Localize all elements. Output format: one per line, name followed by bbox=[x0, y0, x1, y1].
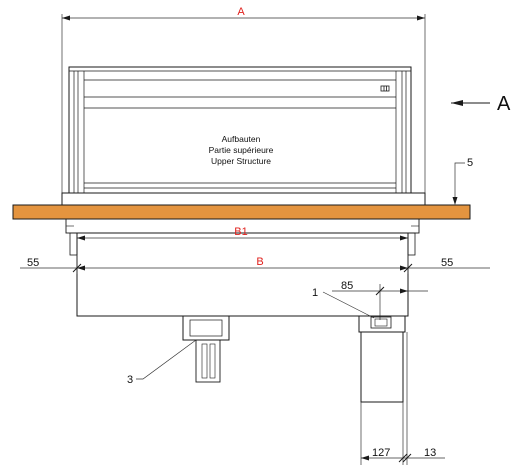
view-label-a: A bbox=[497, 93, 511, 115]
dimension-b: B 55 55 bbox=[20, 255, 490, 274]
dimension-85: 85 bbox=[332, 280, 428, 320]
control-switch-icon bbox=[380, 85, 390, 92]
dimension-85-label: 85 bbox=[341, 280, 353, 292]
offset-right-55: 55 bbox=[441, 257, 453, 269]
dimension-b1: B1 bbox=[77, 226, 408, 241]
offset-left-55: 55 bbox=[27, 257, 39, 269]
countertop bbox=[12, 204, 471, 220]
dimension-a-label: A bbox=[237, 6, 245, 18]
callout-3-label: 3 bbox=[127, 374, 133, 386]
compressor-unit bbox=[358, 315, 406, 403]
base-frame bbox=[61, 192, 426, 206]
callout-1-label: 1 bbox=[312, 287, 318, 299]
upper-structure-label-de: Aufbauten bbox=[222, 134, 261, 144]
dimension-127-13: 127 13 bbox=[360, 332, 445, 465]
callout-3: 3 bbox=[127, 339, 197, 386]
lower-unit bbox=[65, 218, 420, 317]
callout-1: 1 bbox=[312, 287, 375, 319]
dimension-13-label: 13 bbox=[424, 447, 436, 459]
callout-5-label: 5 bbox=[467, 157, 473, 169]
dimension-b1-label: B1 bbox=[234, 226, 247, 238]
upper-structure: Aufbauten Partie supérieure Upper Struct… bbox=[68, 66, 412, 194]
dimension-b-label: B bbox=[256, 256, 263, 268]
view-arrow-a: A bbox=[451, 93, 511, 115]
drain-fitting bbox=[182, 315, 230, 383]
dimension-a: A bbox=[61, 6, 426, 198]
callout-5: 5 bbox=[452, 157, 473, 205]
upper-structure-label-fr: Partie supérieure bbox=[209, 145, 274, 155]
upper-structure-label-en: Upper Structure bbox=[211, 156, 271, 166]
dimension-127-label: 127 bbox=[372, 447, 390, 459]
